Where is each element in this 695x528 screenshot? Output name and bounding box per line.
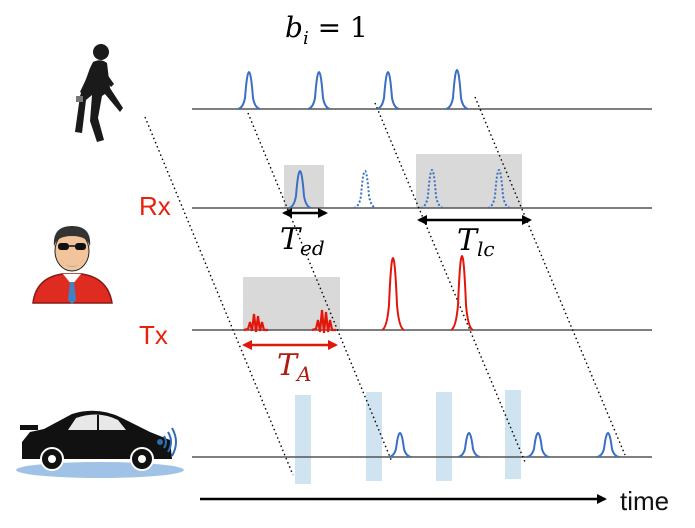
car-window-bar-2 [366,392,382,481]
wireless-signal-icon [157,427,177,457]
rx-received-pulse [288,169,312,209]
propagation-lines [144,96,626,476]
tx-noise-pulses [243,309,336,334]
car-window-bar-3 [436,392,452,481]
attacker-person-icon [32,226,113,304]
sports-car-icon [16,410,184,478]
keyfob-pulses [237,68,469,110]
rx-predicted-pulses [353,168,511,209]
tlc-shade-box [416,154,522,208]
rx-label: Rx [139,191,171,221]
tlc-label: Tlc [457,223,495,261]
title-bit: bi = 1 [285,11,368,49]
ted-label: Ted [280,222,325,260]
tx-label: Tx [139,320,168,350]
ta-label: TA [277,348,311,386]
tx-forwarded-pulses [381,254,474,331]
time-axis-label: time [620,486,669,516]
car-window-bar-1 [295,395,311,484]
car-window-bar-4 [505,390,521,479]
walking-person-icon [75,44,123,142]
car-received-pulses [388,431,620,458]
